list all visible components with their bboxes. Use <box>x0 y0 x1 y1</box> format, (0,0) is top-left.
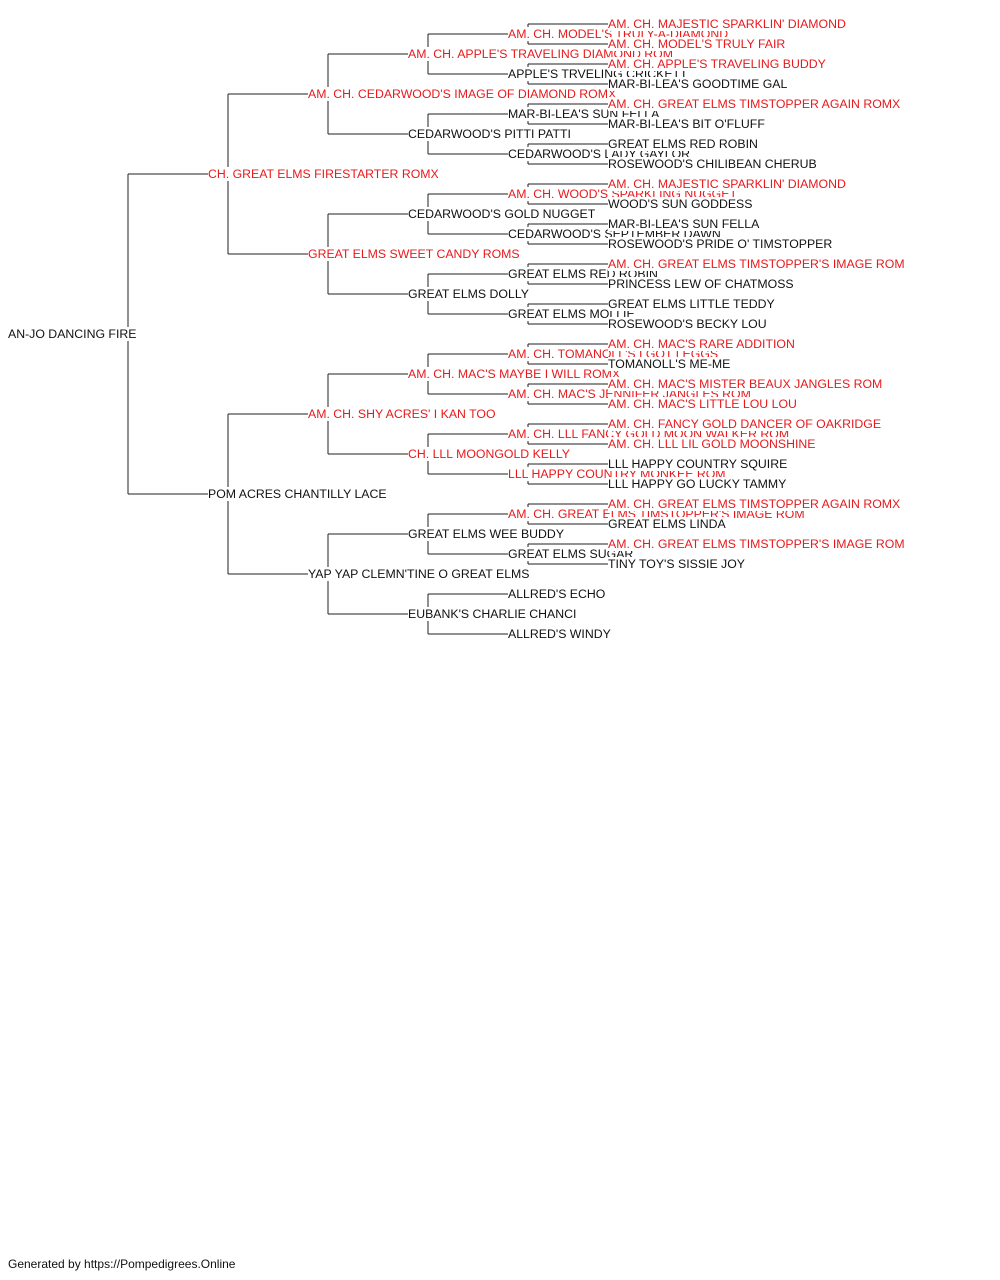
ancestor-name-gen1: CH. GREAT ELMS FIRESTARTER ROMX <box>208 167 441 181</box>
ancestor-name-gen4: GREAT ELMS SUGAR <box>508 547 636 561</box>
ancestor-name-gen5: LLL HAPPY GO LUCKY TAMMY <box>608 477 789 491</box>
ancestor-name-gen5: GREAT ELMS LINDA <box>608 517 728 531</box>
ancestor-name-gen2: YAP YAP CLEMN'TINE O GREAT ELMS <box>308 567 532 581</box>
ancestor-name-gen3: EUBANK'S CHARLIE CHANCI <box>408 607 579 621</box>
ancestor-name-gen5: WOOD'S SUN GODDESS <box>608 197 755 211</box>
ancestor-name-gen1: POM ACRES CHANTILLY LACE <box>208 487 389 501</box>
ancestor-name-gen2: AM. CH. CEDARWOOD'S IMAGE OF DIAMOND ROM… <box>308 87 619 101</box>
ancestor-name-gen4: GREAT ELMS MOLLIE <box>508 307 637 321</box>
ancestor-name-gen5: TINY TOY'S SISSIE JOY <box>608 557 747 571</box>
ancestor-name-gen5: AM. CH. MAC'S RARE ADDITION <box>608 337 797 351</box>
ancestor-name-gen3: GREAT ELMS DOLLY <box>408 287 531 301</box>
ancestor-name-gen3: AM. CH. MAC'S MAYBE I WILL ROMX <box>408 367 623 381</box>
ancestor-name-gen5: AM. CH. LLL LIL GOLD MOONSHINE <box>608 437 818 451</box>
ancestor-name-gen5: ROSEWOOD'S PRIDE O' TIMSTOPPER <box>608 237 835 251</box>
ancestor-name-gen5: TOMANOLL'S ME-ME <box>608 357 733 371</box>
ancestor-name-gen3: CEDARWOOD'S GOLD NUGGET <box>408 207 598 221</box>
ancestor-name-gen5: AM. CH. MAJESTIC SPARKLIN' DIAMOND <box>608 177 848 191</box>
ancestor-name-gen3: CH. LLL MOONGOLD KELLY <box>408 447 572 461</box>
ancestor-name-gen5: AM. CH. GREAT ELMS TIMSTOPPER'S IMAGE RO… <box>608 537 907 551</box>
footer-credit: Generated by https://Pompedigrees.Online <box>8 1257 236 1271</box>
ancestor-name-gen5: MAR-BI-LEA'S SUN FELLA <box>608 217 762 231</box>
ancestor-name-gen5: MAR-BI-LEA'S BIT O'FLUFF <box>608 117 767 131</box>
ancestor-name-gen5: MAR-BI-LEA'S GOODTIME GAL <box>608 77 790 91</box>
ancestor-name-gen5: LLL HAPPY COUNTRY SQUIRE <box>608 457 790 471</box>
ancestor-name-gen5: ROSEWOOD'S CHILIBEAN CHERUB <box>608 157 819 171</box>
ancestor-name-gen2: GREAT ELMS SWEET CANDY ROMS <box>308 247 522 261</box>
ancestor-name-gen5: AM. CH. MAC'S LITTLE LOU LOU <box>608 397 799 411</box>
ancestor-name-gen3: CEDARWOOD'S PITTI PATTI <box>408 127 573 141</box>
ancestor-name-gen5: AM. CH. FANCY GOLD DANCER OF OAKRIDGE <box>608 417 884 431</box>
ancestor-name-gen4: ALLRED'S WINDY <box>508 627 613 641</box>
ancestor-name-gen5: ROSEWOOD'S BECKY LOU <box>608 317 769 331</box>
ancestor-name-gen4: ALLRED'S ECHO <box>508 587 608 601</box>
ancestor-name-gen5: AM. CH. MAJESTIC SPARKLIN' DIAMOND <box>608 17 848 31</box>
ancestor-name-gen5: AM. CH. GREAT ELMS TIMSTOPPER AGAIN ROMX <box>608 97 903 111</box>
ancestor-name-gen5: AM. CH. MAC'S MISTER BEAUX JANGLES ROM <box>608 377 885 391</box>
ancestor-name-gen5: AM. CH. APPLE'S TRAVELING BUDDY <box>608 57 828 71</box>
ancestor-name-gen5: AM. CH. GREAT ELMS TIMSTOPPER AGAIN ROMX <box>608 497 903 511</box>
ancestor-name-gen5: GREAT ELMS LITTLE TEDDY <box>608 297 777 311</box>
ancestor-name-gen5: AM. CH. GREAT ELMS TIMSTOPPER'S IMAGE RO… <box>608 257 907 271</box>
ancestor-name-gen5: AM. CH. MODEL'S TRULY FAIR <box>608 37 788 51</box>
ancestor-name-gen3: GREAT ELMS WEE BUDDY <box>408 527 567 541</box>
ancestor-name-gen5: GREAT ELMS RED ROBIN <box>608 137 760 151</box>
ancestor-name-gen2: AM. CH. SHY ACRES' I KAN TOO <box>308 407 498 421</box>
subject-name: AN-JO DANCING FIRE <box>8 327 139 341</box>
ancestor-name-gen5: PRINCESS LEW OF CHATMOSS <box>608 277 796 291</box>
